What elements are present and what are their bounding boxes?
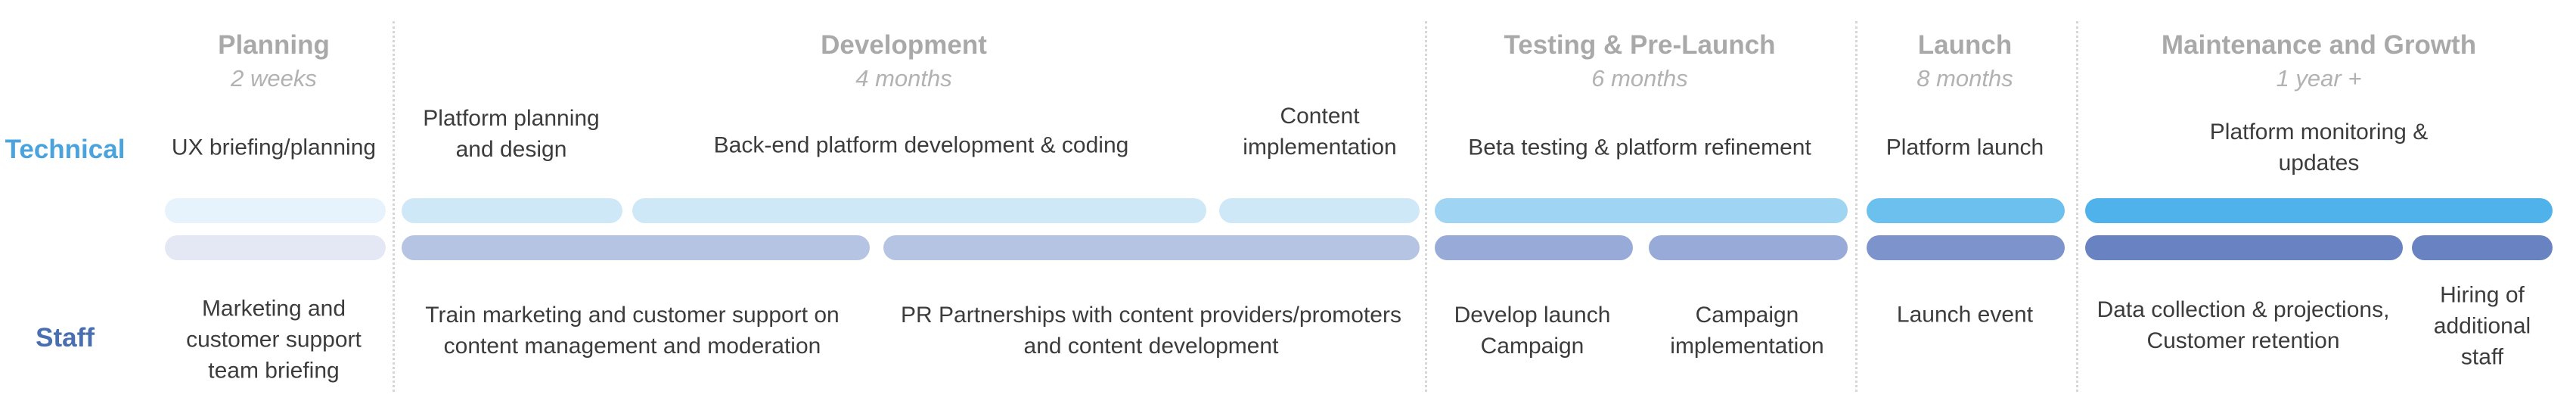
- phase-divider: [1855, 21, 1858, 392]
- staff-task: Campaign implementation: [1670, 303, 1824, 359]
- technical-bar: [165, 198, 386, 223]
- phase-duration-launch: 8 months: [1916, 65, 2013, 92]
- phase-duration-maintenance: 1 year +: [2276, 65, 2362, 92]
- phase-title-planning: Planning: [218, 30, 330, 60]
- technical-task: Content implementation: [1243, 104, 1397, 160]
- technical-bar: [1867, 198, 2065, 223]
- staff-bar: [2412, 235, 2553, 260]
- technical-bar: [402, 198, 622, 223]
- phase-title-launch: Launch: [1917, 30, 2013, 60]
- technical-task: UX briefing/planning: [171, 135, 377, 160]
- phase-title-maintenance: Maintenance and Growth: [2161, 30, 2477, 60]
- staff-bar: [1649, 235, 1848, 260]
- technical-bar: [632, 198, 1206, 223]
- staff-task: Data collection & projections, Customer …: [2096, 297, 2390, 353]
- staff-task: Develop launch Campaign: [1454, 303, 1611, 359]
- phase-divider: [2076, 21, 2078, 392]
- phase-divider: [393, 21, 395, 392]
- phase-duration-development: 4 months: [855, 65, 952, 92]
- technical-bar: [1435, 198, 1848, 223]
- row-label-staff: Staff: [36, 323, 95, 353]
- technical-task: Beta testing & platform refinement: [1468, 135, 1811, 160]
- row-label-technical: Technical: [5, 135, 126, 164]
- staff-bar: [1435, 235, 1633, 260]
- staff-bar: [1867, 235, 2065, 260]
- technical-task: Platform monitoring & updates: [2209, 120, 2429, 175]
- staff-bar: [165, 235, 386, 260]
- technical-bar: [2085, 198, 2553, 223]
- staff-task: PR Partnerships with content providers/p…: [901, 303, 1401, 359]
- phase-title-testing: Testing & Pre-Launch: [1504, 30, 1776, 60]
- staff-task: Launch event: [1896, 302, 2034, 328]
- staff-bar: [2085, 235, 2403, 260]
- phase-duration-planning: 2 weeks: [231, 65, 317, 92]
- phase-duration-testing: 6 months: [1591, 65, 1688, 92]
- technical-task: Platform planning and design: [423, 106, 600, 162]
- technical-bar: [1219, 198, 1420, 223]
- staff-bar: [402, 235, 870, 260]
- staff-task: Hiring of additional staff: [2433, 282, 2531, 370]
- staff-task: Marketing and customer support team brie…: [186, 296, 362, 384]
- technical-task: Back-end platform development & coding: [713, 132, 1129, 158]
- staff-task: Train marketing and customer support on …: [425, 303, 840, 359]
- technical-task: Platform launch: [1885, 135, 2044, 160]
- staff-bar: [883, 235, 1420, 260]
- phase-divider: [1425, 21, 1427, 392]
- phase-title-development: Development: [821, 30, 987, 60]
